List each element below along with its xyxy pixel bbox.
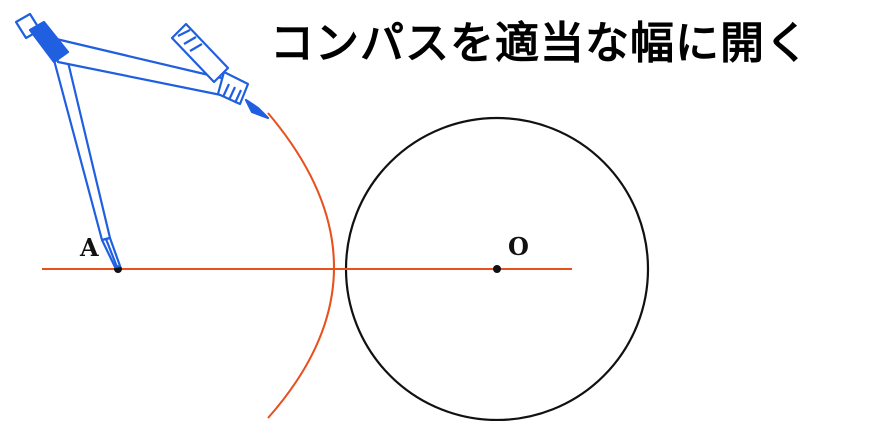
point-o-label: O: [508, 232, 529, 261]
point-a-label: A: [79, 233, 99, 262]
pencil-body-detail-2: [183, 36, 197, 45]
compass-needle-leg: [52, 58, 112, 242]
compass-needle-line: [104, 238, 119, 268]
compass-pencil-body: [170, 22, 230, 84]
compass-arc: [267, 112, 335, 419]
sleeve-ridge-3: [234, 89, 242, 104]
point-o: [493, 265, 501, 273]
pencil-body-detail-1: [177, 29, 191, 37]
sleeve-ridge-2: [228, 86, 236, 101]
page-title: コンパスを適当な幅に開く: [270, 18, 810, 69]
compass-icon: [14, 12, 270, 269]
compass-hinge: [28, 20, 70, 64]
pencil-body-detail-3: [189, 43, 203, 52]
compass-pencil-lead: [244, 98, 270, 120]
compass-pencil-sleeve: [216, 70, 250, 106]
sleeve-ridge-1: [222, 83, 230, 98]
